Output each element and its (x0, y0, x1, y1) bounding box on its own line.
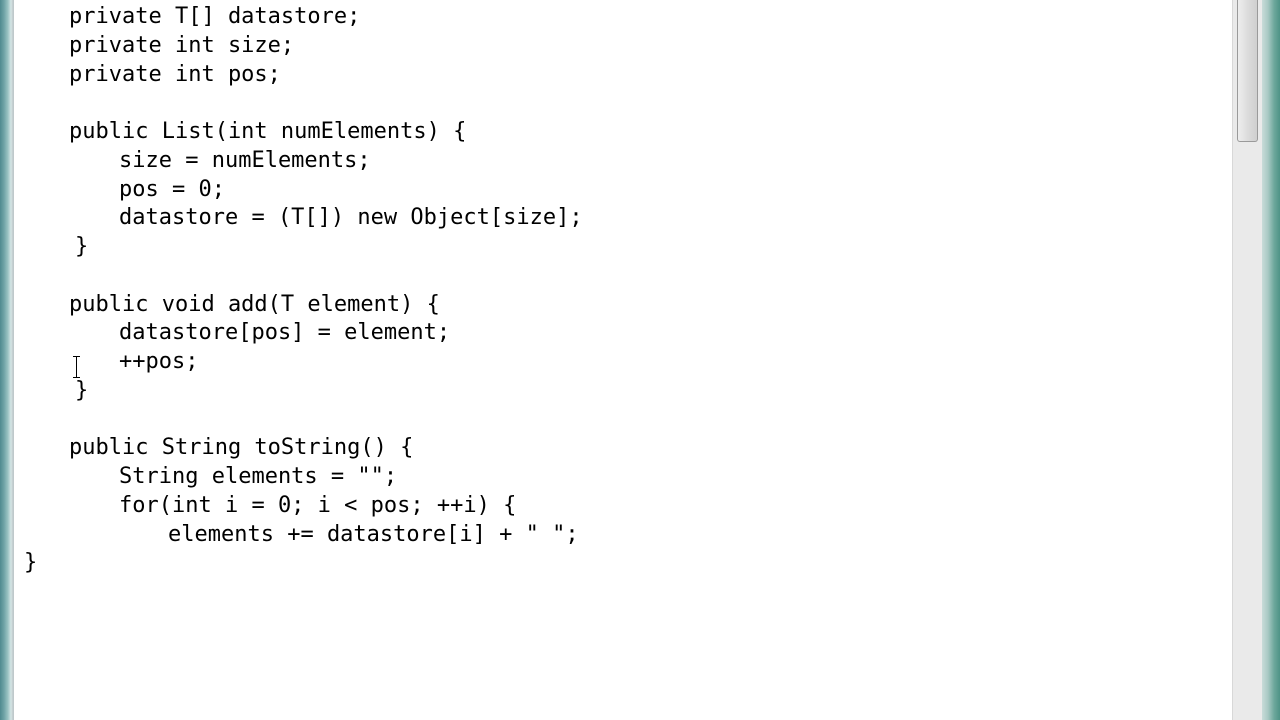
code-line-5: public List(int numElements) { (69, 119, 467, 144)
code-line-16: public String toString() { (69, 435, 414, 461)
code-line-17: String elements = ""; (119, 464, 398, 489)
window-left-border (0, 0, 14, 720)
code-line-14: } (75, 377, 89, 403)
code-line-7: pos = 0; (119, 176, 225, 202)
vertical-scrollbar[interactable] (1232, 0, 1262, 720)
code-line-8: datastore = (T[]) new Object[size]; (119, 205, 583, 231)
window-right-border (1262, 0, 1280, 720)
code-line-12: datastore[pos] = element; (119, 320, 451, 346)
code-line-20: } (24, 550, 38, 576)
code-editor[interactable]: private T[] datastore; private int size;… (14, 0, 1232, 720)
code-text[interactable]: private T[] datastore; private int size;… (14, 3, 583, 578)
code-line-1: private T[] datastore; (69, 4, 361, 29)
code-line-11: public void add(T element) { (69, 291, 440, 317)
code-line-18: for(int i = 0; i < pos; ++i) { (119, 492, 517, 518)
code-line-15 (14, 406, 583, 435)
code-line-19: elements += datastore[i] + " "; (168, 521, 579, 547)
scrollbar-thumb[interactable] (1237, 0, 1258, 142)
code-line-3: private int pos; (69, 61, 281, 87)
i-beam-cursor-icon (72, 356, 81, 378)
code-line-2: private int size; (69, 32, 295, 58)
code-line-4 (14, 89, 583, 118)
code-line-9: } (75, 234, 89, 259)
code-line-13: ++pos; (119, 349, 199, 374)
code-line-10 (14, 262, 583, 291)
code-line-6: size = numElements; (119, 147, 371, 173)
